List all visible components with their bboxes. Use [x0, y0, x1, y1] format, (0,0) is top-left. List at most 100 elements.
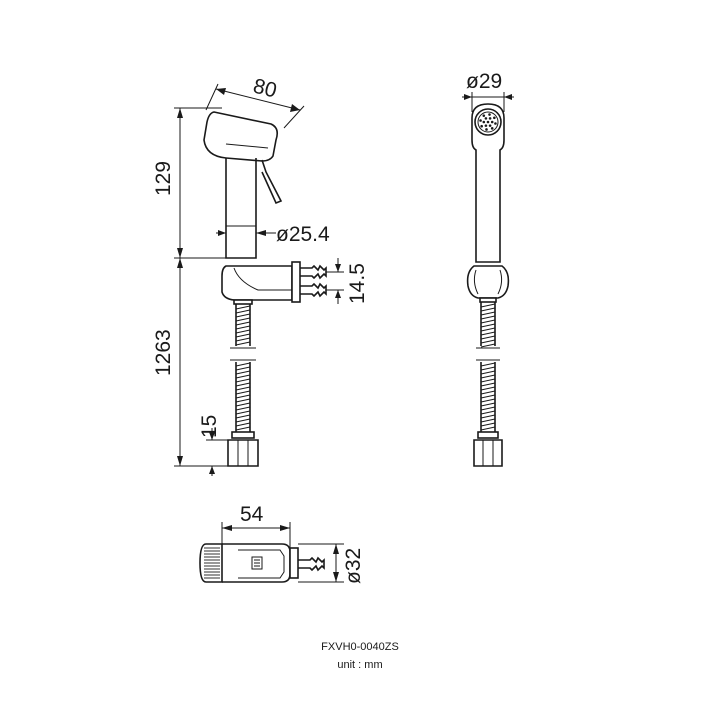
hose-coil-line: [235, 422, 251, 427]
hose-coil-line: [480, 398, 496, 403]
hose-coil-line: [235, 321, 251, 326]
nozzle-hole: [488, 124, 492, 127]
hose-coil-line: [235, 382, 251, 387]
unit-label: unit : mm: [337, 659, 382, 671]
bracket-top: [289, 547, 325, 579]
bracket-length-label: 54: [240, 503, 264, 526]
hose-coil-line: [480, 406, 496, 411]
hose-coil-upper: [235, 305, 251, 346]
nozzle-hole: [494, 122, 497, 125]
hose-coil-line: [480, 331, 496, 336]
dimension-lines-side: [174, 83, 344, 476]
hose-coil-line: [480, 307, 496, 312]
hose-coil-line: [235, 325, 251, 330]
hose-coil-line: [480, 323, 496, 328]
hose-coil-line: [235, 329, 251, 334]
hose-coil-line: [480, 410, 496, 415]
sprayer-top: [199, 543, 291, 583]
hose-coil-line: [480, 390, 496, 395]
hose-coil-line: [480, 374, 496, 379]
nozzle-hole: [480, 124, 483, 128]
brand-logo: [251, 556, 263, 570]
hose-coil-line: [235, 414, 251, 419]
hose-coil-line: [480, 370, 496, 375]
hose-coil-line: [480, 343, 496, 348]
model-code: FXVH0-0040ZS: [321, 641, 399, 653]
hose-coil-line: [235, 366, 251, 371]
head-height-label: 129: [152, 161, 175, 196]
sprayer-head-side: [203, 111, 283, 259]
hose-coil-line: [235, 398, 251, 403]
hose-coil-line: [480, 418, 496, 423]
nozzle-hole: [482, 120, 486, 124]
nozzle-grille-top: [204, 547, 220, 579]
nozzle-hole: [482, 114, 486, 117]
hose-coil-line: [480, 362, 496, 367]
hose-coil-line: [235, 370, 251, 375]
hose-front: [473, 297, 503, 467]
hose-coil-line: [235, 394, 251, 399]
hose-coil-line: [480, 426, 496, 431]
bracket-diameter-label: ø32: [342, 548, 365, 584]
nozzle-hole: [484, 117, 488, 120]
hose-coil-line: [235, 410, 251, 415]
hose-coil-line: [480, 315, 496, 320]
hose-coil-line: [235, 406, 251, 411]
front-view: ø29: [462, 70, 514, 467]
wall-bracket-side: [221, 261, 327, 303]
hose-coil-line: [235, 390, 251, 395]
nozzle-diameter-label: ø29: [466, 70, 502, 93]
hose-coil-line: [235, 309, 251, 314]
hose-coil-line: [480, 303, 496, 308]
wall-bracket-front: [466, 265, 510, 299]
hose-coil-lower: [235, 362, 251, 431]
top-view: 54 ø32: [199, 503, 365, 584]
nozzle-hole: [479, 119, 482, 122]
hose-coil-line: [480, 311, 496, 316]
hose-coil-line: [480, 327, 496, 332]
hose-coil-line: [480, 386, 496, 391]
nozzle-hole: [488, 117, 492, 120]
hose-coil-line: [480, 339, 496, 344]
dimension-lines-front: [462, 92, 514, 112]
nozzle-hole: [484, 124, 488, 127]
hose-coil-line: [235, 418, 251, 423]
hose-coil-line: [235, 386, 251, 391]
head-length-label: 80: [251, 75, 279, 103]
hose-coil-line: [480, 402, 496, 407]
hose-coil-line: [235, 333, 251, 338]
hose-coil-line: [235, 378, 251, 383]
hose-coil-line: [480, 382, 496, 387]
hose-coil-line: [480, 319, 496, 324]
side-view: 80 129 ø25.4 1263 15 14.5: [152, 75, 369, 476]
hose-length-label: 1263: [152, 329, 175, 376]
hose-coil-line: [235, 313, 251, 318]
hose-coil-line: [235, 341, 251, 346]
hose-coil-line: [235, 317, 251, 322]
hose-coil-line: [480, 335, 496, 340]
hose-coil-line: [235, 426, 251, 431]
nozzle-holes: [479, 113, 497, 131]
hose-coil-line: [235, 337, 251, 342]
nut-height-label: 15: [198, 415, 221, 438]
nozzle-hole: [490, 120, 494, 124]
sprayer-head-front: [471, 103, 505, 263]
nozzle-hole: [485, 128, 488, 131]
hose-coil-front-lower: [480, 362, 496, 431]
hose-coil-line: [480, 414, 496, 419]
hose-coil-front-upper: [480, 303, 496, 348]
hose-coil-line: [480, 366, 496, 371]
dimension-lines-top: [221, 522, 344, 583]
hose-coil-line: [480, 394, 496, 399]
handle-diameter-label: ø25.4: [276, 223, 330, 246]
nozzle-hole: [488, 113, 491, 116]
nozzle-hole: [493, 116, 496, 120]
nozzle-hole: [486, 120, 490, 124]
nozzle-hole: [490, 127, 494, 130]
hose-coil-line: [235, 362, 251, 367]
hose-coil-line: [235, 402, 251, 407]
hose-coil-line: [480, 422, 496, 427]
hose-coil-line: [480, 378, 496, 383]
hose-coil-line: [235, 374, 251, 379]
